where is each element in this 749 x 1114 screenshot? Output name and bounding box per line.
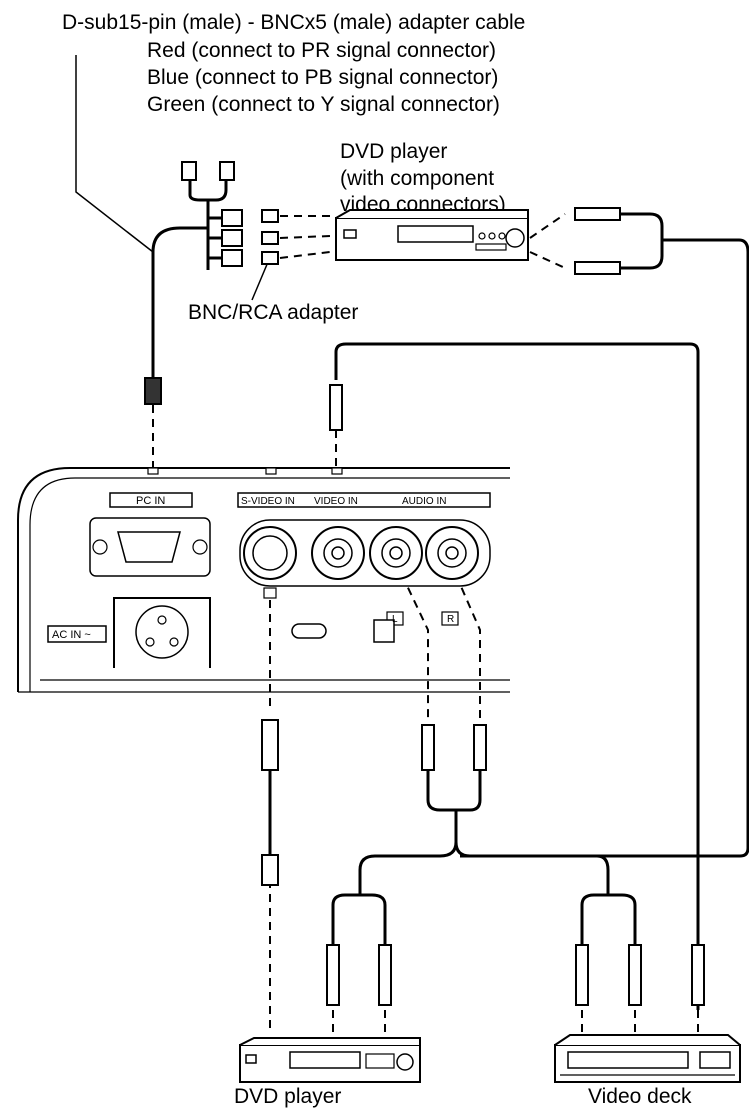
dvd-top-line2: (with component (340, 167, 495, 190)
bnc-plug-3 (221, 249, 243, 267)
bnc-rca-adapter-3 (261, 251, 279, 265)
video-cable (334, 342, 700, 1010)
adapter-leader (251, 261, 269, 301)
bottom-dvd-player-label: DVD player (234, 1085, 342, 1108)
projector-panel (17, 467, 510, 693)
dvd-player-bottom (239, 1037, 421, 1083)
dvd-top-rca-plug-1 (574, 207, 621, 221)
dsub-plug (144, 377, 162, 405)
bnc-plug-2 (221, 229, 243, 247)
cable-color-green: Green (connect to Y signal connector) (147, 93, 500, 116)
audio-to-dvd (358, 841, 458, 895)
bnc-rca-adapter-1 (261, 209, 279, 223)
bnc-plug-top-1 (181, 161, 197, 181)
deck-video-plug (691, 944, 705, 1006)
audio-y-stem (454, 810, 471, 858)
right-return-cable (460, 238, 749, 858)
pc-in-text: PC IN (136, 495, 165, 507)
cable-title-leader (75, 55, 154, 253)
dvd-audio-plug-r (378, 944, 392, 1006)
bnc-rca-adapter-label: BNC/RCA adapter (188, 301, 359, 324)
deck-audio-plug-l (575, 944, 589, 1006)
dsub-cable (151, 226, 208, 378)
video-rca-plug (329, 384, 343, 431)
cable-color-red: Red (connect to PR signal connector) (147, 39, 497, 62)
video-deck (554, 1034, 741, 1083)
audio-r-text: R (447, 614, 454, 625)
dash-bnc-3 (279, 251, 331, 259)
dash-audio-r (455, 574, 481, 720)
kensington-lock-icon (373, 619, 395, 643)
audio-y-top (426, 770, 482, 812)
audio-plug-l (421, 724, 435, 771)
bnc-branches (208, 216, 222, 260)
dvd-audio-plug-l (326, 944, 340, 1006)
dash-dvd-top-1 (529, 213, 566, 239)
cable-color-blue: Blue (connect to PB signal connector) (147, 66, 499, 89)
video-in-text: VIDEO IN (314, 496, 358, 507)
audio-to-deck (470, 854, 610, 895)
svideo-plug-top (261, 719, 279, 771)
slot (291, 623, 327, 639)
audio-plug-r (473, 724, 487, 771)
deck-audio-split (580, 893, 637, 945)
svideo-in-text: S-VIDEO IN (241, 496, 295, 507)
video-deck-label: Video deck (588, 1085, 692, 1108)
svideo-plug-bottom (261, 854, 279, 886)
audio-l-text: L (392, 614, 398, 625)
dash-audio-l (401, 574, 429, 720)
dvd-top-av-cable (620, 212, 664, 270)
bnc-top-loop (188, 180, 228, 202)
dash-bnc-2 (279, 235, 331, 239)
dvd-top-rca-plug-2 (574, 261, 621, 275)
bnc-rca-adapter-2 (261, 231, 279, 245)
dvd-player-top (335, 209, 529, 261)
audio-in-text: AUDIO IN (402, 496, 446, 507)
pc-in-label-box (109, 492, 193, 508)
bnc-plug-top-2 (219, 161, 235, 181)
ac-in-text: AC IN ~ (52, 629, 91, 641)
deck-audio-plug-r (628, 944, 642, 1006)
dvd-audio-split (331, 893, 387, 945)
bnc-plug-1 (221, 209, 243, 227)
dash-dvd-top-2 (529, 251, 566, 269)
cable-title: D-sub15-pin (male) - BNCx5 (male) adapte… (62, 11, 526, 34)
dvd-top-line1: DVD player (340, 140, 448, 163)
